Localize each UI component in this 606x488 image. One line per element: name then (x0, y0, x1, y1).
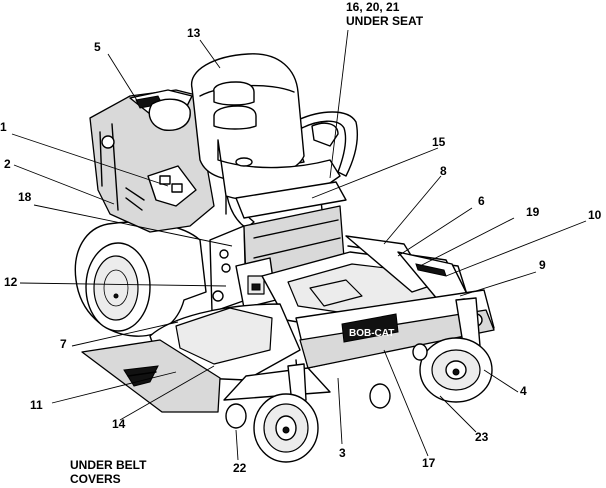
discharge-chute (81, 339, 221, 413)
note-under-seat: UNDER SEAT (346, 14, 424, 28)
callout-22: 22 (233, 461, 247, 475)
callout-4: 4 (520, 384, 527, 398)
callout-6: 6 (478, 194, 485, 208)
callout-1: 1 (0, 120, 7, 134)
callout-7: 7 (60, 337, 67, 351)
callout-9: 9 (539, 258, 546, 272)
callout-16-20-21: 16, 20, 21 (346, 0, 400, 14)
callout-11: 11 (30, 398, 43, 412)
callout-8: 8 (440, 164, 447, 178)
callout-17: 17 (422, 456, 436, 470)
note-covers: COVERS (70, 472, 121, 486)
callout-2: 2 (4, 157, 11, 171)
callout-14: 14 (112, 417, 126, 431)
note-under-belt: UNDER BELT (70, 458, 147, 472)
seat (190, 53, 347, 219)
rear-drive-wheel (74, 221, 207, 337)
callout-3: 3 (339, 446, 346, 460)
leader-lines (11, 29, 587, 461)
callout-10: 10 (588, 208, 602, 222)
callout-23: 23 (475, 430, 489, 444)
engine-body (89, 89, 215, 233)
callout-5: 5 (94, 40, 101, 54)
callout-12: 12 (4, 275, 18, 289)
front-caster-right (419, 297, 493, 403)
deck-logo: BOB-CAT (349, 328, 394, 339)
callout-19: 19 (526, 205, 540, 219)
front-caster-left (253, 359, 319, 463)
callout-18: 18 (18, 190, 32, 204)
callout-15: 15 (432, 135, 446, 149)
anti-scalp-rollers (225, 343, 428, 429)
callout-13: 13 (187, 26, 201, 40)
